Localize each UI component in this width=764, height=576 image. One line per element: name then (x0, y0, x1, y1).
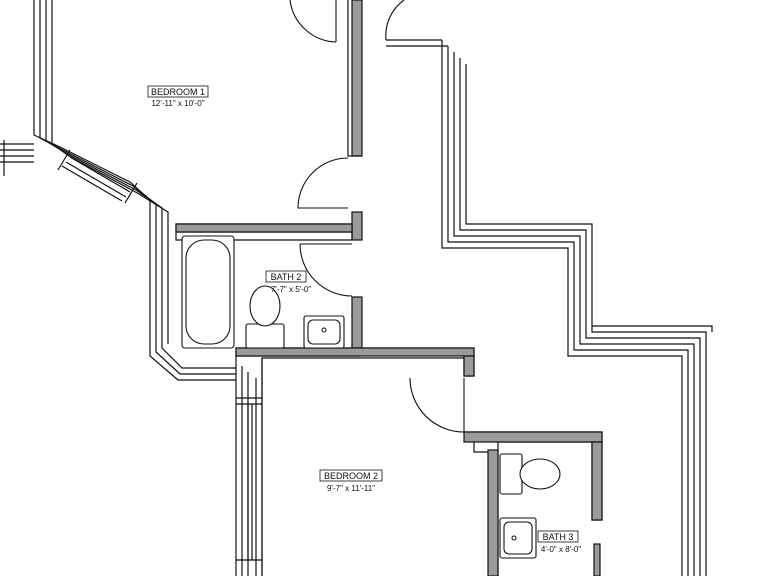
door-bedroom2 (409, 377, 465, 433)
room-name: BEDROOM 2 (324, 471, 378, 481)
label-bath3: BATH 3 4'-0" x 8'-0" (537, 530, 581, 554)
bath3-walls (463, 431, 603, 576)
sink-bath3-icon (499, 517, 537, 559)
door-bedroom1 (297, 157, 349, 209)
toilet-bath3-icon (499, 453, 561, 495)
exterior-wall-right (386, 39, 713, 576)
bathtub-icon (181, 235, 235, 349)
bedroom2-west-wall (235, 356, 263, 576)
toilet-icon (245, 285, 285, 349)
bedroom1-east-wall (347, 0, 363, 241)
sink-icon (303, 315, 345, 349)
room-name: BATH 2 (271, 272, 302, 282)
window-diagonal (57, 149, 138, 204)
room-dims: 7'-7" x 5'-0" (271, 285, 311, 294)
exterior-wall-left (0, 0, 236, 381)
label-bedroom1: BEDROOM 1 12'-11" x 10'-0" (147, 85, 209, 108)
room-dims: 4'-0" x 8'-0" (541, 545, 581, 554)
door-bath2 (299, 243, 353, 297)
room-name: BATH 3 (543, 532, 574, 542)
label-bedroom2: BEDROOM 2 9'-7" x 11'-11" (319, 469, 383, 493)
room-dims: 9'-7" x 11'-11" (327, 484, 375, 493)
room-name: BEDROOM 1 (151, 87, 205, 97)
label-bath2: BATH 2 7'-7" x 5'-0" (265, 270, 311, 294)
door-bedroom1-top (289, 0, 337, 43)
door-hall-top (385, 0, 405, 41)
doors (289, 0, 465, 433)
room-dims: 12'-11" x 10'-0" (151, 99, 204, 108)
